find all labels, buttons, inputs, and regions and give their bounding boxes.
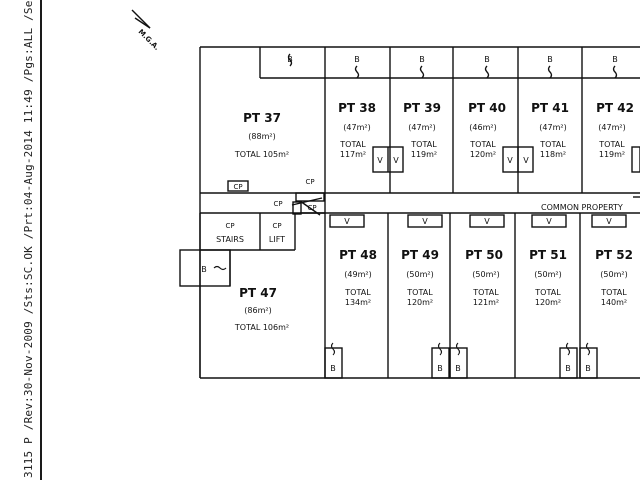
lot-title: PT 41 [531, 101, 569, 115]
lot-title: PT 39 [403, 101, 441, 115]
lot-area: (88m²) [248, 132, 275, 141]
lot-total-label: TOTAL [339, 140, 366, 149]
lot-total-label: TOTAL [406, 288, 433, 297]
lot-total-label: TOTAL [600, 288, 627, 297]
lot-total-label: TOTAL [534, 288, 561, 297]
lot-total-value: 120m² [535, 298, 561, 307]
storage-v-label: V [344, 217, 350, 226]
lot-title: PT 50 [465, 248, 503, 262]
lot-total-value: 134m² [345, 298, 371, 307]
bicycle-bay-label: B [437, 364, 443, 373]
lot-area: (49m²) [344, 270, 371, 279]
common-property-label: COMMON PROPERTY [541, 203, 623, 212]
lot-area: (86m²) [244, 306, 271, 315]
lot-pt-51: PT 51 (50m²) TOTAL 120m² [529, 248, 567, 307]
lot-total: TOTAL 106m² [234, 323, 289, 332]
common-property-tag: CP [273, 200, 282, 208]
lot-pt-37: PT 37 (88m²) TOTAL 105m² [234, 111, 289, 159]
storage-v-label: V [377, 156, 383, 165]
bicycle-bay-label: B [201, 265, 207, 274]
lot-area: (47m²) [343, 123, 370, 132]
lot-pt-47: PT 47 (86m²) TOTAL 106m² [234, 286, 289, 332]
lot-pt-50: PT 50 (50m²) TOTAL 121m² [465, 248, 503, 307]
lot-pt-42: PT 42 (47m²) TOTAL 119m² [596, 101, 634, 159]
storage-v-label: V [507, 156, 513, 165]
lot-pt-49: PT 49 (50m²) TOTAL 120m² [401, 248, 439, 307]
common-property-tag: CP [307, 204, 316, 212]
lift-cp-tag: CP [272, 222, 281, 230]
bicycle-bay-connector [213, 265, 227, 271]
bicycle-bay-label: B [419, 55, 425, 64]
storage-v-label: V [422, 217, 428, 226]
bicycle-bay-label: B [612, 55, 618, 64]
lot-total-label: TOTAL [410, 140, 437, 149]
lot-pt-39: PT 39 (47m²) TOTAL 119m² [403, 101, 441, 159]
lot-title: PT 49 [401, 248, 439, 262]
lot-area: (47m²) [408, 123, 435, 132]
storage-v-label: V [523, 156, 529, 165]
lot-area: (47m²) [598, 123, 625, 132]
lot-total-label: TOTAL [539, 140, 566, 149]
north-marker-label: M.G.A. [137, 28, 161, 52]
lot-pt-52: PT 52 (50m²) TOTAL 140m² [595, 248, 633, 307]
bicycle-bay-label: B [547, 55, 553, 64]
bicycle-bay-label: B [330, 364, 336, 373]
lot-title: PT 47 [239, 286, 277, 300]
lot-total-value: 120m² [470, 150, 496, 159]
lot-pt-38: PT 38 (47m²) TOTAL 117m² [338, 101, 376, 159]
bicycle-bay-label: B [455, 364, 461, 373]
bicycle-bay-label: B [585, 364, 591, 373]
lot-total-value: 117m² [340, 150, 366, 159]
lot-total-value: 140m² [601, 298, 627, 307]
lot-title: PT 51 [529, 248, 567, 262]
common-property-tag: CP [233, 183, 242, 191]
lot-total-label: TOTAL [469, 140, 496, 149]
storage-v-label: V [546, 217, 552, 226]
lot-pt-40: PT 40 (46m²) TOTAL 120m² [468, 101, 506, 159]
storage-v-label: V [484, 217, 490, 226]
lot-total-value: 119m² [599, 150, 625, 159]
lot-pt-48: PT 48 (49m²) TOTAL 134m² [339, 248, 377, 307]
lot-total-value: 121m² [473, 298, 499, 307]
common-property-tag: CP [305, 178, 314, 186]
lot-title: PT 42 [596, 101, 634, 115]
north-marker-line [134, 17, 151, 29]
margin-line [40, 0, 42, 480]
lot-area: (50m²) [600, 270, 627, 279]
bicycle-bay-label: B [354, 55, 360, 64]
lot-total-label: TOTAL [344, 288, 371, 297]
north-marker-line [131, 9, 151, 29]
bicycle-bay-label: B [565, 364, 571, 373]
lot-title: PT 38 [338, 101, 376, 115]
storage-v-label: V [393, 156, 399, 165]
stairs-cp-tag: CP [225, 222, 234, 230]
storage-v-label: V [606, 217, 612, 226]
lot-total-value: 118m² [540, 150, 566, 159]
lot-total-label: TOTAL [472, 288, 499, 297]
lot-area: (50m²) [472, 270, 499, 279]
lot-title: PT 48 [339, 248, 377, 262]
lot-title: PT 37 [243, 111, 281, 125]
lot-area: (47m²) [539, 123, 566, 132]
bicycle-bay-label: B [484, 55, 490, 64]
bicycle-bay-label: B [287, 55, 293, 64]
lot-total-value: 119m² [411, 150, 437, 159]
lot-pt-41: PT 41 (47m²) TOTAL 118m² [531, 101, 569, 159]
lot-total-value: 120m² [407, 298, 433, 307]
lot-total: TOTAL 105m² [234, 150, 289, 159]
lot-total-label: TOTAL [598, 140, 625, 149]
lot-area: (46m²) [469, 123, 496, 132]
lot-title: PT 52 [595, 248, 633, 262]
lot-area: (50m²) [534, 270, 561, 279]
lot-title: PT 40 [468, 101, 506, 115]
stairs-label: STAIRS [216, 235, 244, 244]
lot-area: (50m²) [406, 270, 433, 279]
lift-label: LIFT [269, 235, 285, 244]
